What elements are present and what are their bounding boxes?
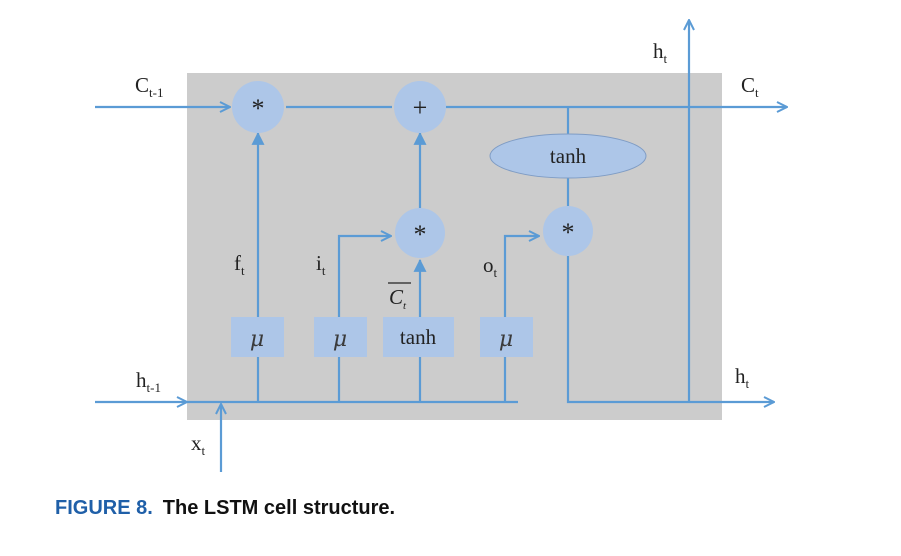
output-down	[566, 256, 774, 402]
h-top-label: ht	[653, 39, 668, 66]
c-out-label: Ct	[741, 73, 759, 100]
sigma-forget-block: μ	[231, 317, 284, 357]
tanh-candidate-label: tanh	[400, 325, 437, 349]
add-node: +	[394, 81, 446, 133]
sigma-output-block: μ	[480, 317, 533, 357]
f-gate-label: ft	[234, 251, 245, 278]
c-tilde-label: Ct	[389, 285, 407, 312]
output-mul-node: *	[543, 206, 593, 256]
cell-box	[187, 73, 722, 420]
h-prev-label: ht-1	[136, 368, 161, 395]
tanh-output-label: tanh	[550, 144, 587, 168]
tanh-candidate-block: tanh	[383, 317, 454, 357]
input-mul-node: *	[395, 208, 445, 258]
tanh-output-node: tanh	[489, 133, 647, 179]
forget-mul-symbol: *	[252, 94, 265, 123]
sigma-output-label: μ	[499, 327, 513, 352]
i-gate-label: it	[316, 251, 326, 278]
x-in-label: xt	[191, 431, 206, 458]
sigma-input-label: μ	[333, 327, 347, 352]
input-mul-symbol: *	[414, 220, 427, 249]
figure-number: FIGURE 8.	[55, 497, 153, 519]
figure-caption-text: The LSTM cell structure.	[162, 497, 396, 519]
sigma-input-block: μ	[314, 317, 367, 357]
figure-caption: FIGURE 8. The LSTM cell structure.	[55, 497, 395, 520]
forget-mul-node: *	[232, 81, 284, 133]
h-out-label: ht	[735, 364, 750, 391]
c-prev-label: Ct-1	[135, 73, 163, 100]
output-mul-symbol: *	[562, 218, 575, 247]
add-symbol: +	[413, 93, 428, 122]
sigma-forget-label: μ	[250, 327, 264, 352]
o-gate-label: ot	[483, 253, 498, 280]
